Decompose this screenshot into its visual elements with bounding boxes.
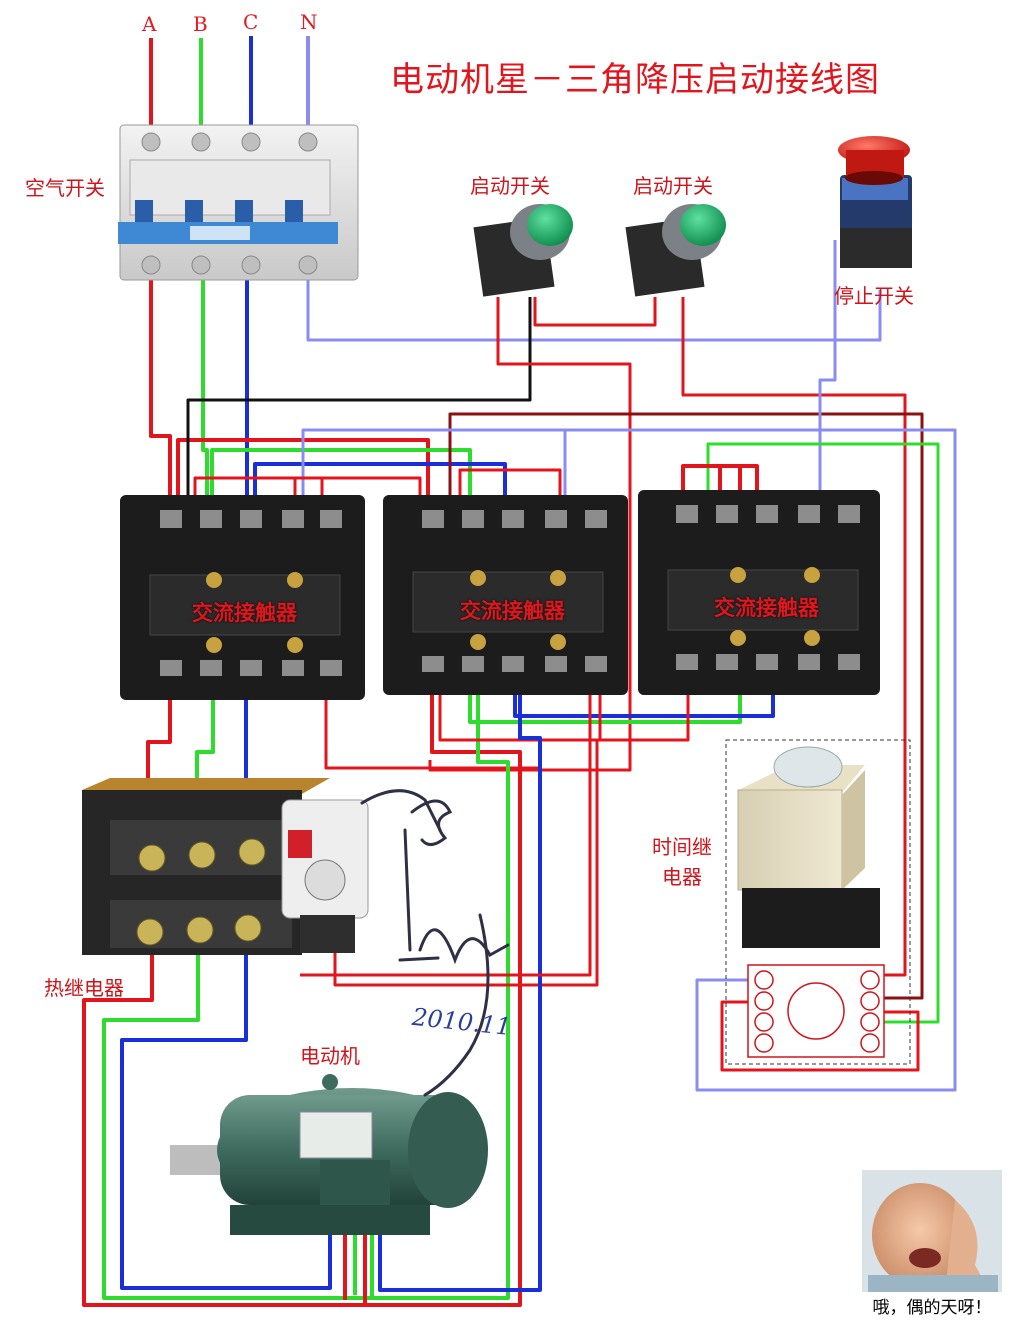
contactor-2 bbox=[383, 495, 628, 695]
wire-lav-stop bbox=[818, 240, 837, 500]
wire-green-relay bbox=[706, 442, 940, 1024]
thermal-relay bbox=[82, 778, 369, 955]
wire-phase-a-main bbox=[149, 280, 172, 525]
start-switch-1 bbox=[473, 204, 573, 297]
wire-lav-ctrl-2 bbox=[565, 428, 957, 1092]
wire-red-c2-loop bbox=[300, 670, 592, 977]
wire-blue-c2-out-2 bbox=[378, 670, 542, 1292]
stop-switch-label: 停止开关 bbox=[834, 284, 914, 308]
wire-red-stop bbox=[681, 297, 907, 977]
wire-black-ctrl bbox=[186, 297, 532, 520]
stop-switch bbox=[838, 136, 912, 268]
wire-red-c2-out bbox=[82, 670, 522, 1307]
photo-caption: 哦，偶的天呀！ bbox=[872, 1298, 992, 1318]
signature bbox=[360, 789, 510, 1097]
wire-red-start-link bbox=[533, 297, 657, 327]
contactor-3-label: 交流接触器 bbox=[714, 596, 819, 620]
start-switch-2-label: 启动开关 bbox=[633, 174, 713, 198]
wire-neutral-control bbox=[306, 280, 882, 342]
phase-label-n: N bbox=[300, 10, 318, 34]
wire-blue-tr-out bbox=[120, 945, 332, 1290]
time-relay bbox=[725, 739, 911, 1065]
start-switch-1-label: 启动开关 bbox=[470, 174, 550, 198]
motor-label: 电动机 bbox=[300, 1044, 360, 1068]
wire-red-c1-aux bbox=[324, 690, 540, 770]
diagram-title: 电动机星－三角降压启动接线图 bbox=[390, 60, 880, 100]
start-switch-2 bbox=[625, 204, 726, 297]
air-switch-label: 空气开关 bbox=[25, 176, 105, 200]
phase-label-a: A bbox=[142, 12, 157, 36]
wire-phase-b-main bbox=[201, 280, 209, 525]
wire-blue-bus-1 bbox=[253, 462, 507, 525]
thermal-relay-label: 热继电器 bbox=[44, 976, 124, 1000]
motor bbox=[170, 1074, 488, 1235]
phase-label-c: C bbox=[243, 10, 259, 34]
contactor-2-label: 交流接触器 bbox=[460, 599, 565, 623]
time-relay-label: 时间继 电器 bbox=[652, 835, 712, 889]
air-switch bbox=[118, 124, 359, 281]
contactor-1 bbox=[120, 495, 365, 700]
wire-darkred-ctrl bbox=[448, 412, 924, 1000]
wire-green-c2-out bbox=[468, 670, 742, 724]
contactor-1-label: 交流接触器 bbox=[192, 601, 297, 625]
phase-label-b: B bbox=[193, 12, 208, 36]
wire-lav-ctrl-1 bbox=[301, 428, 567, 500]
baby-photo bbox=[862, 1170, 1002, 1292]
wire-green-bus-1 bbox=[210, 448, 472, 525]
wire-red-c3-out bbox=[333, 670, 690, 987]
wire-red-relay-bottom bbox=[720, 1000, 920, 1072]
contactor-3 bbox=[638, 490, 880, 695]
wire-green-c2-out-2 bbox=[102, 670, 510, 1300]
